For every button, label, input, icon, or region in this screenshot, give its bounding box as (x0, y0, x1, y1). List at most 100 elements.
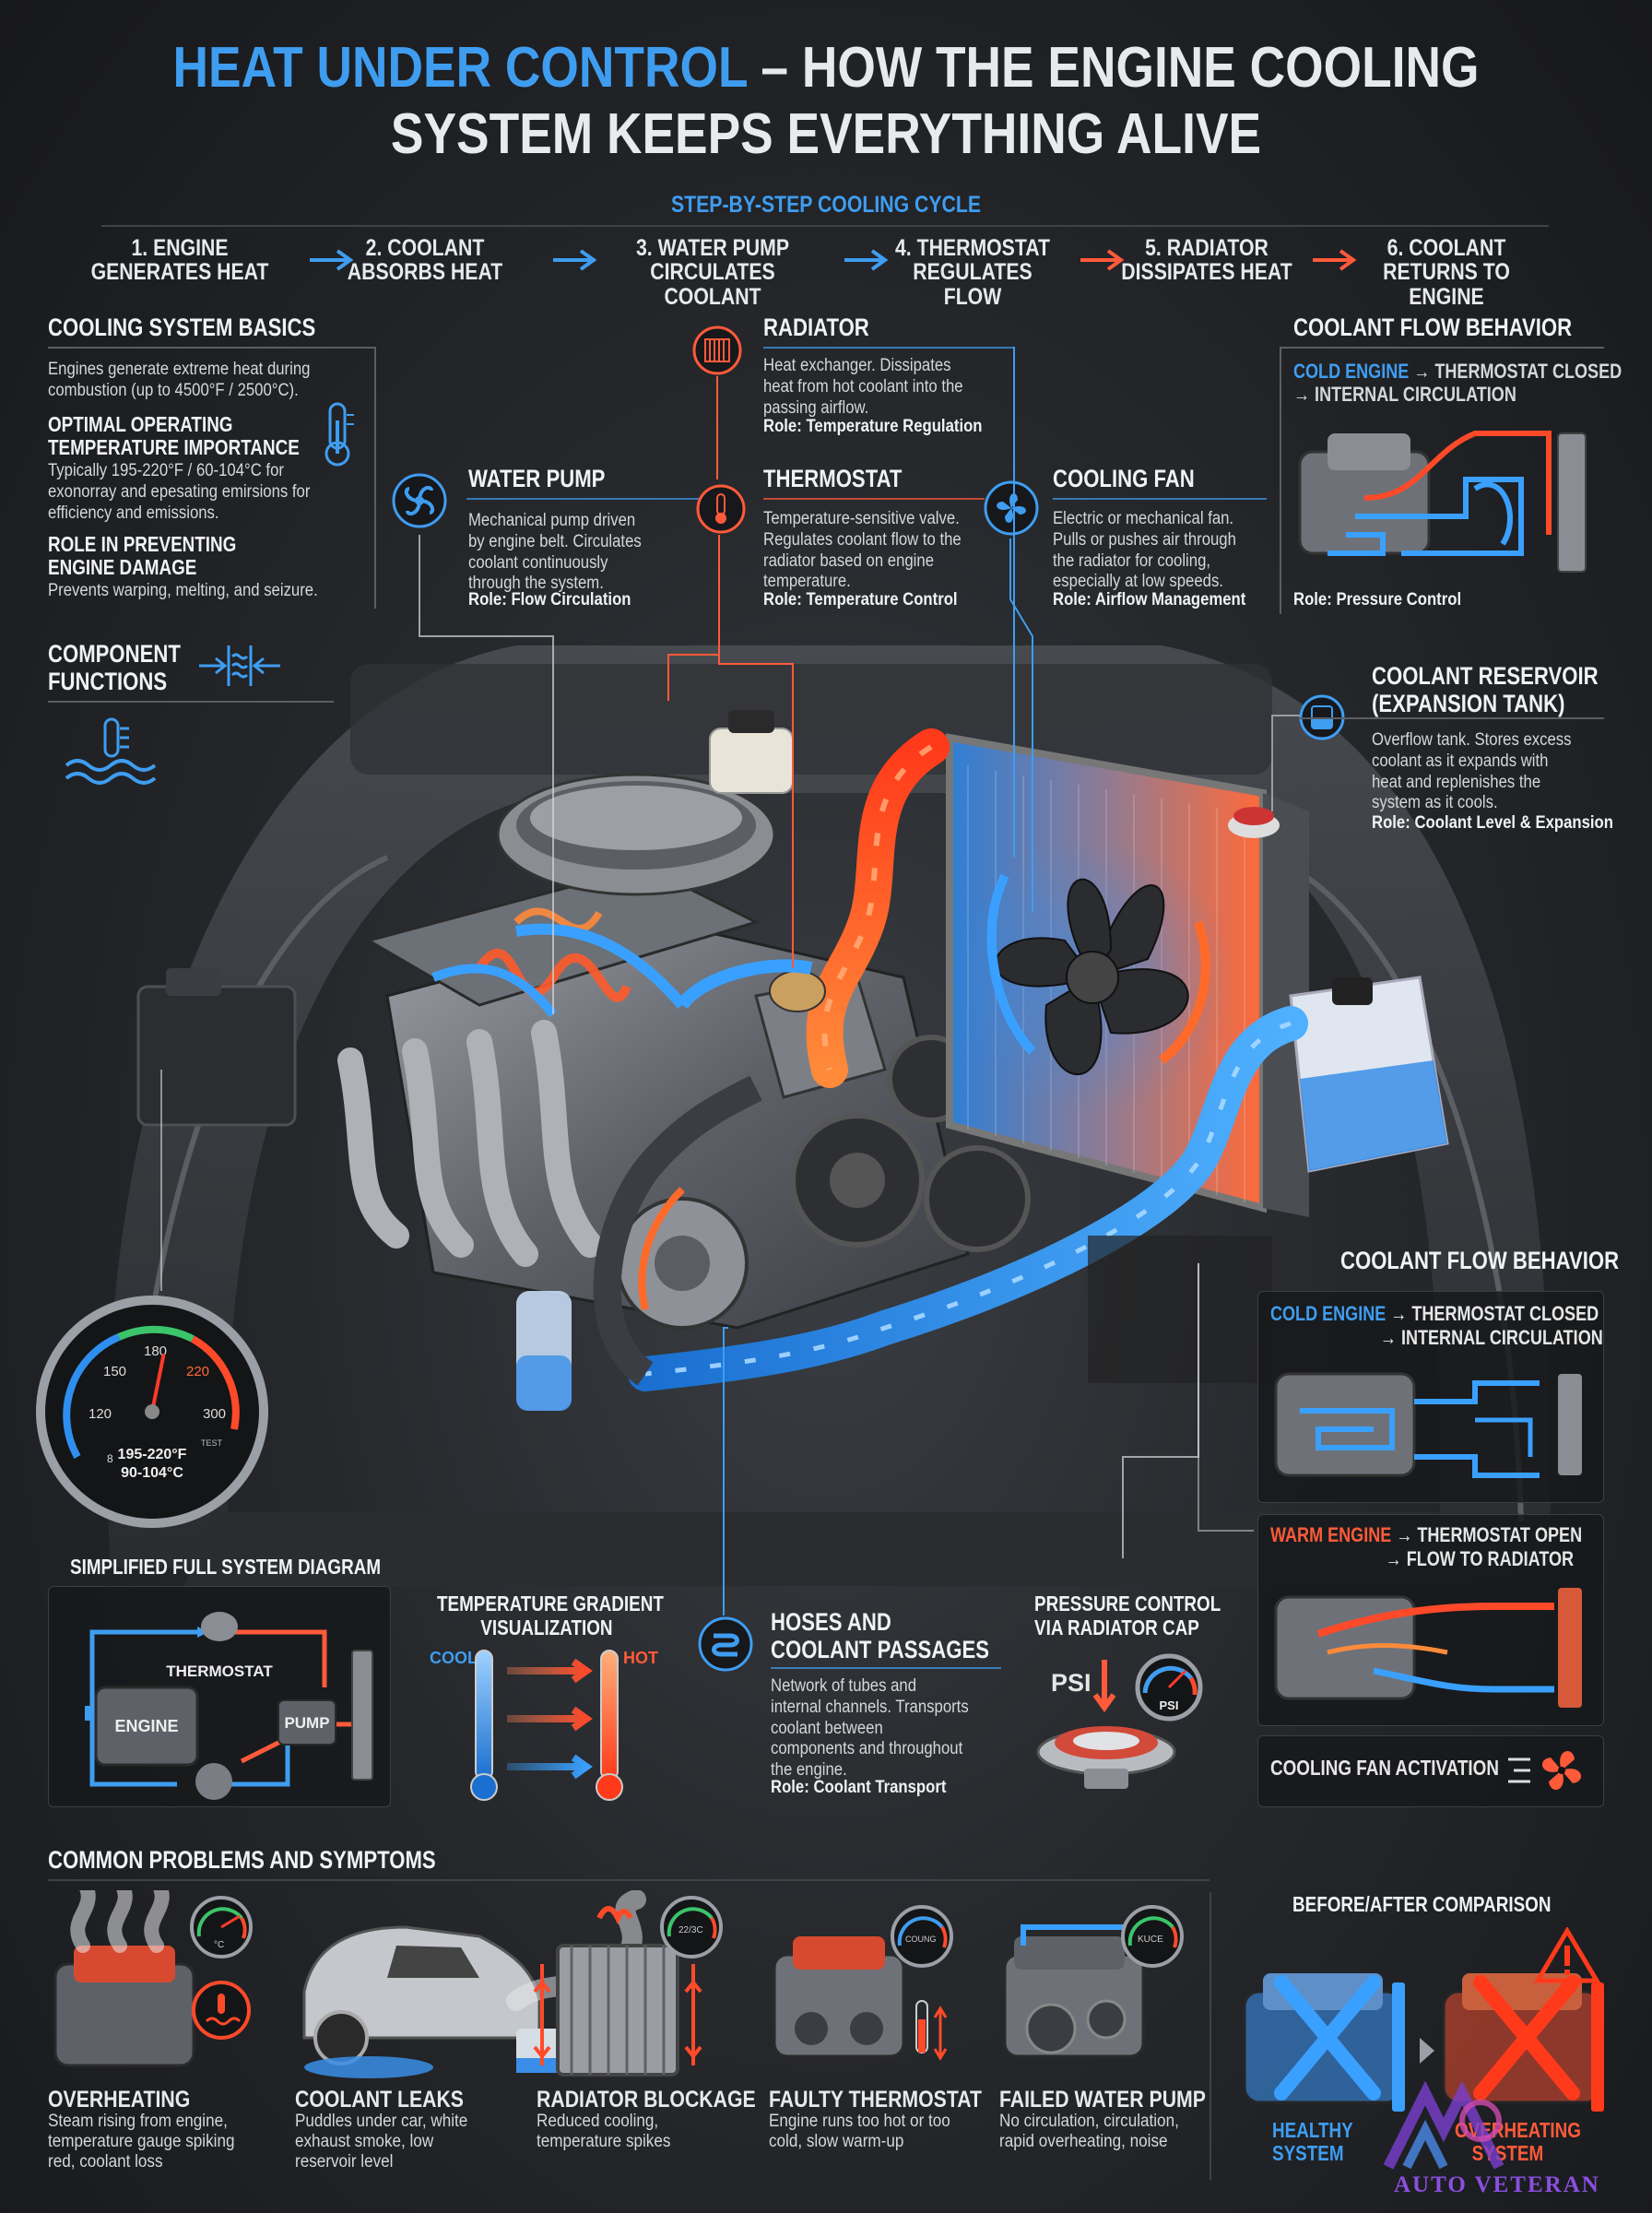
gauge-tick-8: 8 (107, 1452, 113, 1465)
cooling-fan-text: Electric or mechanical fan. Pulls or pus… (1053, 509, 1236, 592)
thermostat-rule (763, 498, 985, 500)
hoses-role: Role: Coolant Transport (771, 1778, 947, 1797)
flow-right-warm-label: WARM ENGINE (1270, 1523, 1392, 1546)
gradient-hot-label: HOT (623, 1649, 658, 1667)
cycle-heading: STEP-BY-STEP COOLING CYCLE (670, 192, 982, 218)
problem-title: FAULTY THERMOSTAT (769, 2087, 982, 2112)
brand-name: AUTO VETERAN (1394, 2172, 1600, 2197)
healthy-label-l1: HEALTHY (1272, 2118, 1353, 2142)
overheating-illustration: °C (53, 1890, 253, 2067)
basics-rule (48, 347, 376, 349)
water-pump-role: Role: Flow Circulation (468, 590, 631, 609)
component-functions-l2: FUNCTIONS (48, 668, 168, 696)
problems-illustrations: °C 22/3C COUNG KUCE (53, 1890, 1184, 2078)
simplified-engine: ENGINE (114, 1717, 178, 1735)
thermostat-heading: THERMOSTAT (763, 465, 903, 492)
hose-icon (698, 1616, 753, 1672)
failed-water-pump-illustration: KUCE (1003, 1905, 1184, 2058)
cooling-fan-rule (1053, 498, 1267, 500)
problem-description: Steam rising from engine, temperature ga… (48, 2112, 235, 2172)
cycle-step-1-number: 1. ENGINE (131, 235, 229, 261)
water-pump-icon (392, 473, 447, 528)
basics-text: Engines generate extreme heat during com… (48, 360, 311, 400)
problem-description: Puddles under car, white exhaust smoke, … (295, 2112, 468, 2172)
hoses-heading-l1: HOSES AND (771, 1608, 891, 1636)
flow-right-warm-rest: → THERMOSTAT OPEN (1391, 1523, 1583, 1546)
reservoir-text: Overflow tank. Stores excess coolant as … (1372, 730, 1572, 813)
gauge-tick-180: 180 (144, 1343, 167, 1359)
gauge-unit: TEST (201, 1438, 223, 1448)
blockage-gauge-label: 22/3C (678, 1925, 703, 1935)
problem-title: OVERHEATING (48, 2087, 191, 2112)
flow-top-heading: COOLANT FLOW BEHAVIOR (1293, 314, 1573, 341)
title-dash: – (747, 36, 802, 100)
gradient-visual (470, 1650, 623, 1801)
radiator-blockage-illustration: 22/3C (533, 1896, 723, 2077)
problem-title: FAILED WATER PUMP (999, 2087, 1206, 2112)
cycle-step-3-text: CIRCULATES COOLANT (650, 259, 775, 310)
water-pump-rule (466, 498, 704, 500)
faulty-thermostat-illustration: COUNG (773, 1905, 953, 2061)
heat-exchange-icon (199, 645, 280, 686)
cooling-fan-heading: COOLING FAN (1053, 465, 1195, 492)
cycle-step-4-number: 4. THERMOSTAT (894, 235, 1051, 261)
cycle-arrow-3 (844, 249, 889, 271)
pressure-psi-label: PSI (1051, 1669, 1092, 1697)
problem-description: Engine runs too hot or too cold, slow wa… (769, 2112, 950, 2151)
pressure-psi-small: PSI (1160, 1698, 1179, 1712)
healthy-label-l2: SYSTEM (1272, 2141, 1344, 2166)
overheating-gauge-unit: °C (214, 1940, 224, 1950)
cooling-fan-icon (984, 480, 1039, 536)
simplified-heading: SIMPLIFIED FULL SYSTEM DIAGRAM (70, 1555, 382, 1579)
reservoir-rule (1300, 717, 1604, 719)
water-pump-gauge-label: KUCE (1138, 1935, 1163, 1945)
optimal-text: Typically 195-220°F / 60-104°C for exono… (48, 461, 311, 523)
problems-rule (48, 1879, 1210, 1881)
reservoir-heading-l1: COOLANT RESERVOIR (1372, 662, 1599, 690)
comparison-heading: BEFORE/AFTER COMPARISON (1292, 1892, 1552, 1916)
flow-top-cold-l2: → INTERNAL CIRCULATION (1293, 383, 1516, 407)
gauge-needle (150, 1354, 166, 1414)
cycle-arrows (310, 249, 1357, 271)
optimal-heading-l2: TEMPERATURE IMPORTANCE (48, 435, 300, 460)
reservoir-heading: COOLANT RESERVOIR(EXPANSION TANK) (1372, 662, 1599, 717)
cycle-step-1-text: GENERATES HEAT (90, 259, 269, 286)
cycle-arrow-1 (310, 249, 354, 271)
cycle-step-5-number: 5. RADIATOR (1145, 235, 1268, 261)
title-highlight: HEAT UNDER CONTROL (172, 36, 748, 100)
cycle-arrow-5 (1313, 249, 1357, 271)
reservoir-heading-l2: (EXPANSION TANK) (1372, 690, 1565, 718)
cycle-arrow-4 (1080, 249, 1125, 271)
basics-vrule (374, 347, 376, 609)
radiator-role: Role: Temperature Regulation (763, 417, 983, 436)
problems-heading: COMMON PROBLEMS AND SYMPTOMS (48, 1846, 436, 1874)
flow-right-cold-rest: → THERMOSTAT CLOSED (1386, 1302, 1599, 1325)
flow-top-role: Role: Pressure Control (1293, 590, 1462, 609)
gauge-tick-220: 220 (186, 1364, 209, 1379)
gauge-tick-300: 300 (203, 1406, 226, 1422)
flow-top-diagram (1298, 431, 1587, 573)
cycle-step-6-text: RETURNS TO ENGINE (1383, 259, 1510, 310)
simplified-thermostat: THERMOSTAT (166, 1663, 273, 1680)
flow-warm-diagram (1274, 1588, 1582, 1708)
role-heading-l2: ENGINE DAMAGE (48, 555, 197, 580)
radiator-icon (692, 325, 742, 375)
thermostat-icon (696, 484, 746, 534)
auto-veteran-logo (1383, 2080, 1504, 2170)
flow-top-vrule (1280, 347, 1281, 614)
flow-right-warm: WARM ENGINE → THERMOSTAT OPEN → FLOW TO … (1270, 1523, 1582, 1571)
radiator-cap-graphic: PSI (1036, 1653, 1203, 1789)
pressure-heading-l2: VIA RADIATOR CAP (1034, 1615, 1199, 1640)
